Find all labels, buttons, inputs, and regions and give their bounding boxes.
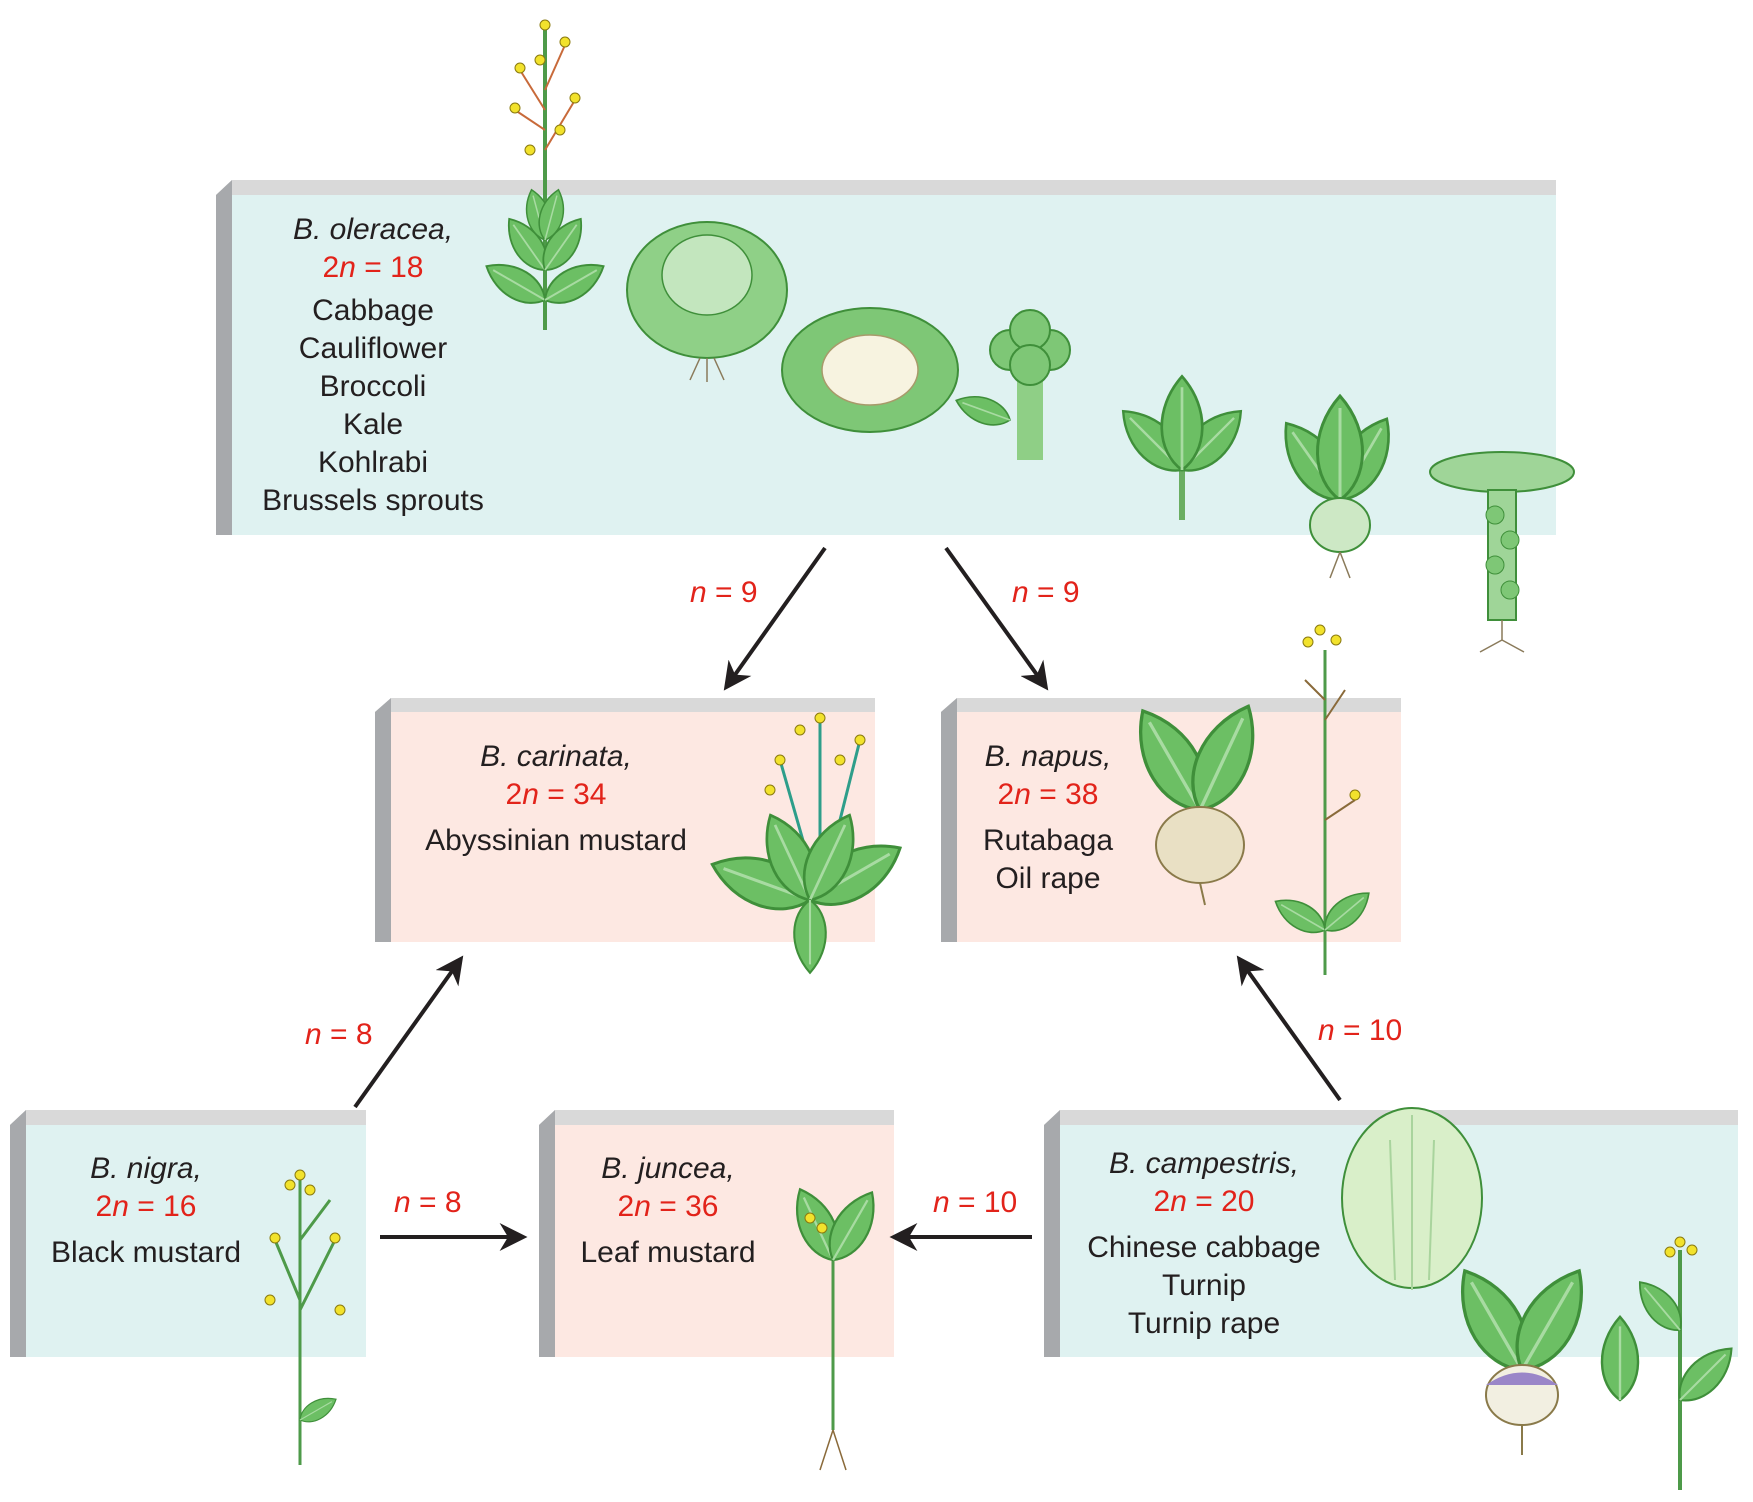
- crop-label-juncea-1: Leaf mustard: [580, 1236, 755, 1269]
- arrow-label-oleracea-carinata: n = 9: [690, 576, 758, 609]
- box-face: [26, 1125, 366, 1357]
- arrow-campestris-to-napus: [1236, 955, 1342, 1102]
- cabbage-illustration: [626, 221, 788, 382]
- chromosome-count-juncea: 2n = 36: [618, 1190, 719, 1223]
- kale-illustration: [1109, 375, 1255, 520]
- crop-label-oleracea-6: Brussels sprouts: [262, 484, 484, 517]
- species-name-carinata: B. carinata,: [480, 740, 632, 773]
- oleracea-text-block: B. oleracea, 2n = 18 Cabbage Cauliflower…: [262, 213, 484, 517]
- crop-label-oleracea-5: Kohlrabi: [318, 446, 428, 479]
- turnip-rape-illustration: [1600, 1236, 1744, 1490]
- chromosome-count-carinata: 2n = 34: [506, 778, 607, 811]
- oil-rape-illustration: [1268, 624, 1378, 975]
- crop-label-oleracea-4: Kale: [343, 408, 403, 441]
- crop-label-oleracea-3: Broccoli: [320, 370, 427, 403]
- juncea-text-block: B. juncea, 2n = 36 Leaf mustard: [580, 1152, 755, 1269]
- broccoli-illustration: [951, 309, 1071, 460]
- box-top-edge: [539, 1110, 894, 1125]
- campestris-text-block: B. campestris, 2n = 20 Chinese cabbage T…: [1087, 1147, 1321, 1340]
- species-name-campestris: B. campestris,: [1109, 1147, 1299, 1180]
- carinata-text-block: B. carinata, 2n = 34 Abyssinian mustard: [425, 740, 687, 857]
- leaf-mustard-illustration: [783, 1181, 888, 1471]
- box-side-edge: [375, 698, 391, 942]
- kohlrabi-illustration: [1268, 394, 1406, 579]
- species-name-napus: B. napus,: [985, 740, 1112, 773]
- arrow-label-nigra-carinata: n = 8: [305, 1018, 373, 1051]
- box-top-edge: [375, 698, 875, 712]
- crop-label-oleracea-2: Cauliflower: [299, 332, 447, 365]
- chromosome-count-oleracea: 2n = 18: [323, 251, 424, 284]
- arrow-label-oleracea-napus: n = 9: [1012, 576, 1080, 609]
- arrow-nigra-to-carinata: [353, 955, 464, 1109]
- chromosome-count-napus: 2n = 38: [998, 778, 1099, 811]
- arrow-label-nigra-juncea: n = 8: [394, 1186, 462, 1219]
- abyssinian-mustard-illustration: [703, 712, 913, 974]
- arrow-oleracea-to-carinata: [723, 546, 827, 691]
- turnip-illustration: [1441, 1256, 1603, 1455]
- arrow-label-campestris-napus: n = 10: [1318, 1014, 1402, 1047]
- box-juncea: [539, 1110, 894, 1357]
- brussels-sprouts-illustration: [1429, 451, 1575, 653]
- species-name-juncea: B. juncea,: [601, 1152, 734, 1185]
- black-mustard-illustration: [264, 1169, 346, 1465]
- crop-label-campestris-1: Chinese cabbage: [1087, 1231, 1321, 1264]
- rutabaga-illustration: [1119, 694, 1273, 906]
- crop-label-napus-2: Oil rape: [995, 862, 1100, 895]
- wild-cabbage-plant-illustration: [478, 19, 612, 330]
- box-side-edge: [539, 1110, 555, 1357]
- species-name-nigra: B. nigra,: [90, 1152, 202, 1185]
- nigra-text-block: B. nigra, 2n = 16 Black mustard: [51, 1152, 241, 1269]
- box-top-edge: [216, 180, 1556, 195]
- box-nigra: [10, 1110, 366, 1357]
- box-side-edge: [10, 1110, 26, 1357]
- crop-label-campestris-2: Turnip: [1162, 1269, 1246, 1302]
- crop-label-carinata-1: Abyssinian mustard: [425, 824, 687, 857]
- chromosome-count-nigra: 2n = 16: [96, 1190, 197, 1223]
- crop-label-napus-1: Rutabaga: [983, 824, 1113, 857]
- chinese-cabbage-illustration: [1341, 1107, 1483, 1290]
- box-side-edge: [216, 180, 232, 535]
- box-top-edge: [941, 698, 1401, 712]
- chromosome-count-campestris: 2n = 20: [1154, 1185, 1255, 1218]
- box-side-edge: [941, 698, 957, 942]
- cauliflower-illustration: [781, 307, 959, 433]
- species-name-oleracea: B. oleracea,: [293, 213, 453, 246]
- crop-label-oleracea-1: Cabbage: [312, 294, 434, 327]
- crop-label-campestris-3: Turnip rape: [1128, 1307, 1280, 1340]
- arrow-oleracea-to-napus: [944, 546, 1049, 691]
- box-side-edge: [1044, 1110, 1060, 1357]
- box-top-edge: [10, 1110, 366, 1125]
- arrow-label-campestris-juncea: n = 10: [933, 1186, 1017, 1219]
- napus-text-block: B. napus, 2n = 38 Rutabaga Oil rape: [983, 740, 1113, 895]
- crop-label-nigra-1: Black mustard: [51, 1236, 241, 1269]
